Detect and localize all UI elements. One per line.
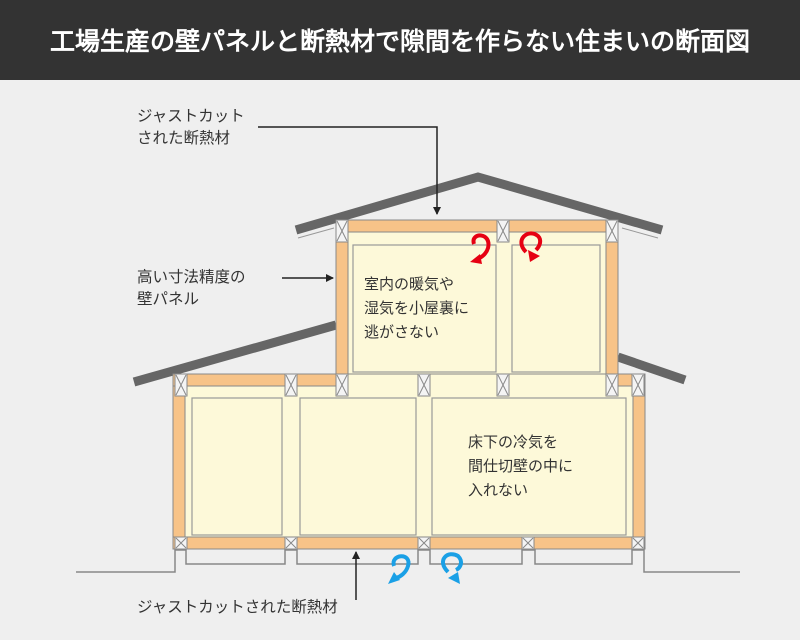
upper-roof <box>294 172 664 239</box>
lower-roof-left <box>132 320 338 387</box>
lower-right-wall <box>632 385 646 538</box>
wall-panel <box>431 397 627 536</box>
cold-air-arrow-icon <box>441 552 464 584</box>
lower-roof-right <box>616 352 687 385</box>
callout-line-top <box>258 126 441 215</box>
label-bottom-insulation: ジャストカットされた断熱材 <box>137 598 338 616</box>
upper-ceiling-insulation <box>335 219 619 233</box>
wall-panel <box>299 397 417 536</box>
floor-insulation <box>172 536 646 550</box>
warm-air-arrow-icon <box>519 231 543 262</box>
wall-panel <box>191 397 283 536</box>
cold-air-arrow-icon <box>388 554 411 584</box>
house-cross-section <box>76 126 740 600</box>
upper-left-wall <box>335 231 349 379</box>
foundation <box>76 549 740 573</box>
wall-panel <box>352 244 497 373</box>
lower-note: 床下の冷気を 間仕切壁の中に 入れない <box>468 433 574 499</box>
lower-left-wall <box>172 385 186 538</box>
label-top-insulation: ジャストカット された断熱材 <box>137 107 245 147</box>
upper-note: 室内の暖気や 湿気を小屋裏に 逃がさない <box>364 275 470 341</box>
warm-air-arrow-icon <box>470 233 491 264</box>
upper-right-wall <box>605 231 619 379</box>
label-wall-panel: 高い寸法精度の 壁パネル <box>137 268 246 308</box>
lower-ceiling-insulation-left <box>172 373 337 387</box>
wall-panel <box>511 244 601 373</box>
page-title: 工場生産の壁パネルと断熱材で隙間を作らない住まいの断面図 <box>0 0 800 80</box>
